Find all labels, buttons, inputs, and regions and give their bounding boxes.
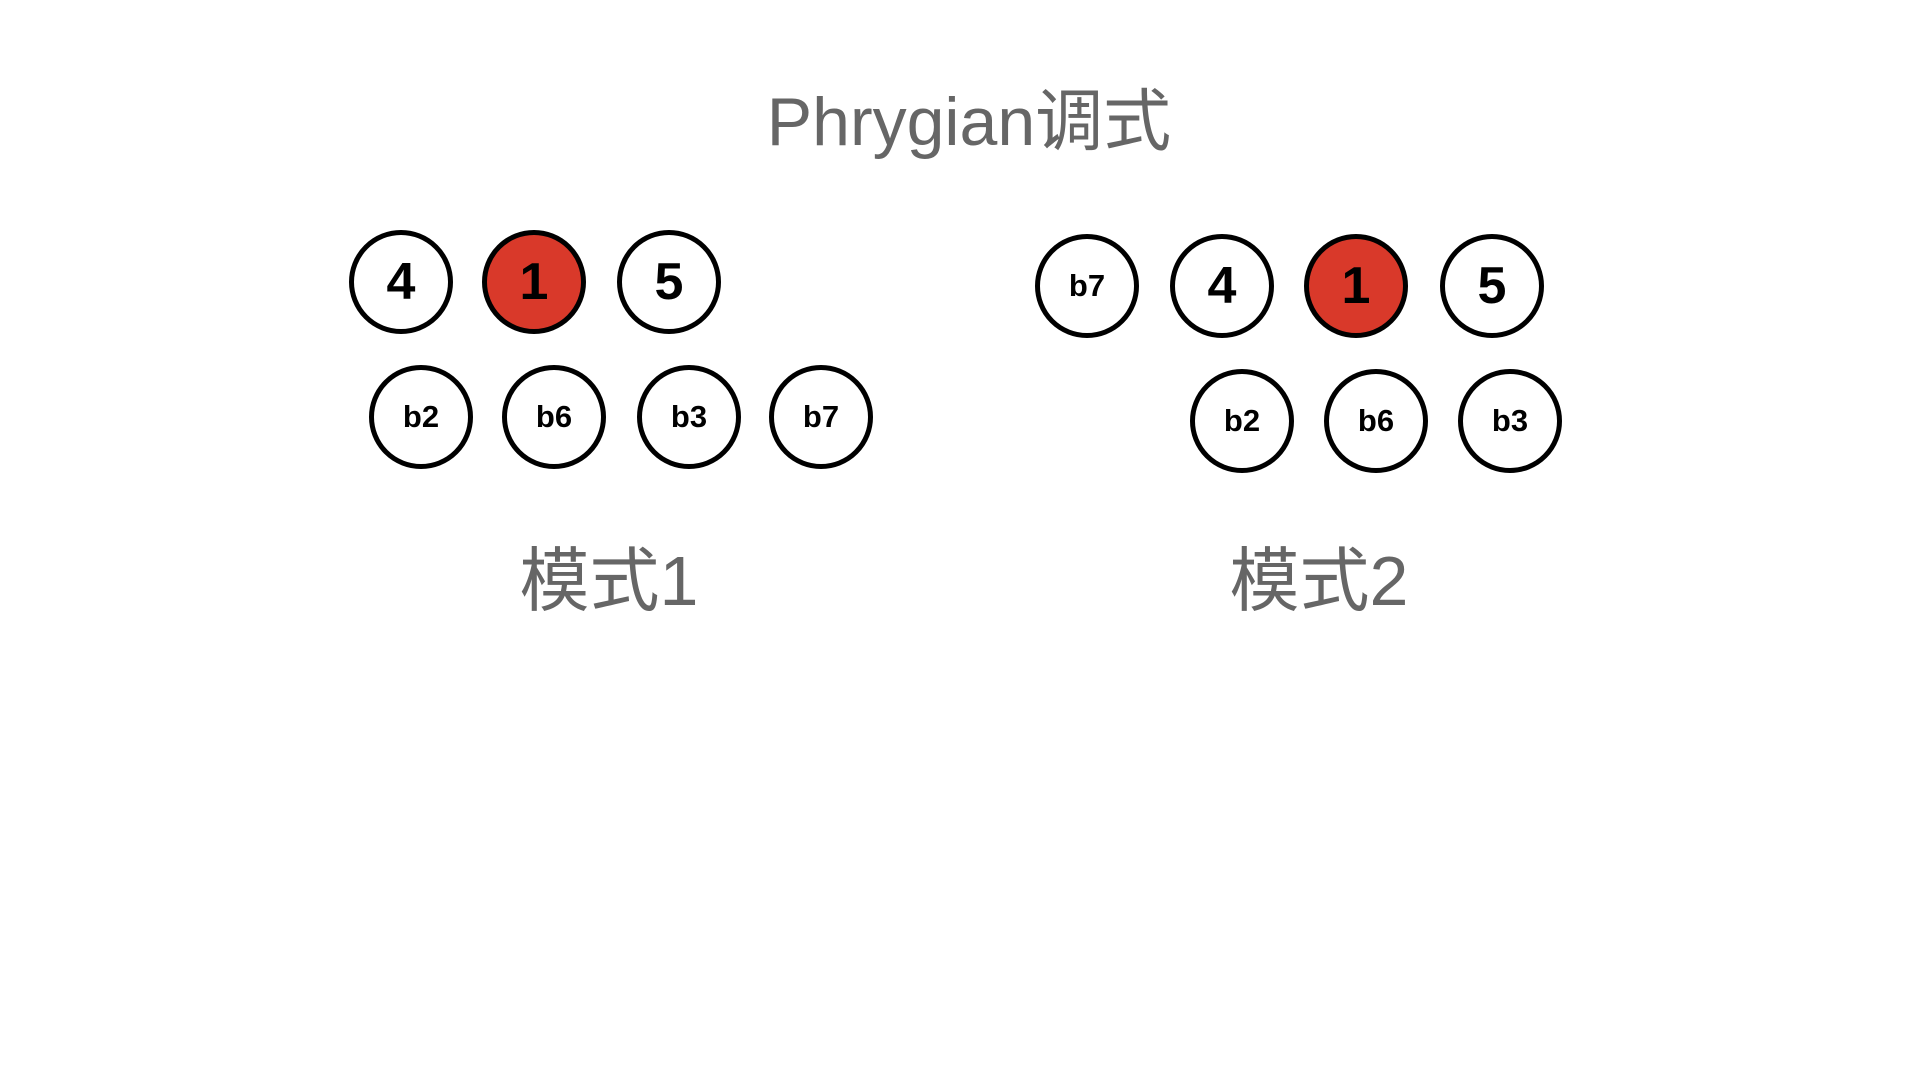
note-circle: 4 (1170, 234, 1274, 338)
note-circle: 4 (349, 230, 453, 334)
note-circle: b2 (1190, 369, 1294, 473)
mode-2-label: 模式2 (1229, 542, 1409, 620)
root-note-circle: 1 (482, 230, 586, 334)
note-circle: 5 (617, 230, 721, 334)
note-circle: b3 (1458, 369, 1562, 473)
note-circle: b2 (369, 365, 473, 469)
note-circle: b6 (502, 365, 606, 469)
note-circle: b3 (637, 365, 741, 469)
note-circle: b7 (1035, 234, 1139, 338)
note-circle: b6 (1324, 369, 1428, 473)
root-note-circle: 1 (1304, 234, 1408, 338)
page-title: Phrygian调式 (766, 84, 1172, 160)
note-circle: b7 (769, 365, 873, 469)
mode-1-label: 模式1 (519, 542, 699, 620)
note-circle: 5 (1440, 234, 1544, 338)
